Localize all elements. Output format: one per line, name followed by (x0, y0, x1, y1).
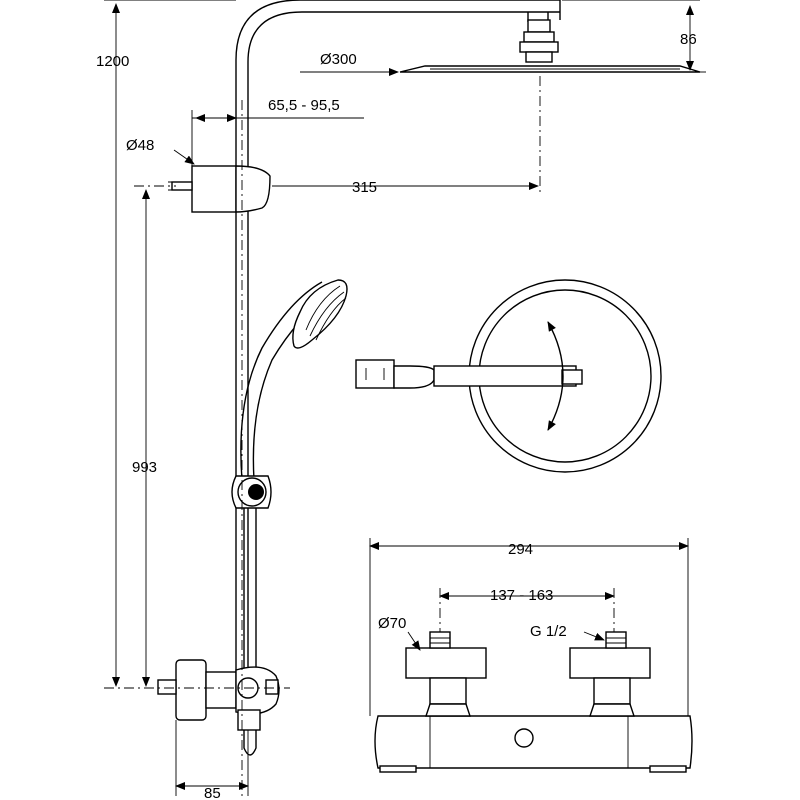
wall-bracket (168, 165, 271, 213)
label-inlet-spacing: 137 - 163 (490, 587, 553, 604)
rain-head (399, 65, 701, 73)
thermostatic-mixer (369, 538, 693, 773)
label-valve-projection: 85 (204, 785, 221, 800)
label-rail-height: 993 (132, 459, 157, 476)
label-mixer-width: 294 (508, 541, 533, 558)
diverter-valve (157, 659, 280, 731)
label-cover-diameter: Ø70 (378, 615, 406, 632)
label-arm-offset: 65,5 - 95,5 (268, 97, 340, 114)
dimension-lines (104, 0, 706, 800)
right-inlet (569, 631, 651, 717)
rain-head-connector (519, 19, 559, 63)
label-total-height: 1200 (96, 53, 129, 70)
hand-shower (240, 279, 348, 481)
shower-column (157, 0, 701, 756)
label-thread-size: G 1/2 (530, 623, 567, 640)
label-head-diameter: Ø300 (320, 51, 357, 68)
left-inlet (405, 631, 487, 717)
label-arm-length: 315 (352, 179, 377, 196)
label-bracket-diameter: Ø48 (126, 137, 154, 154)
slider-holder (231, 475, 272, 509)
label-head-thickness: 86 (680, 31, 697, 48)
rotation-detail (355, 279, 662, 473)
